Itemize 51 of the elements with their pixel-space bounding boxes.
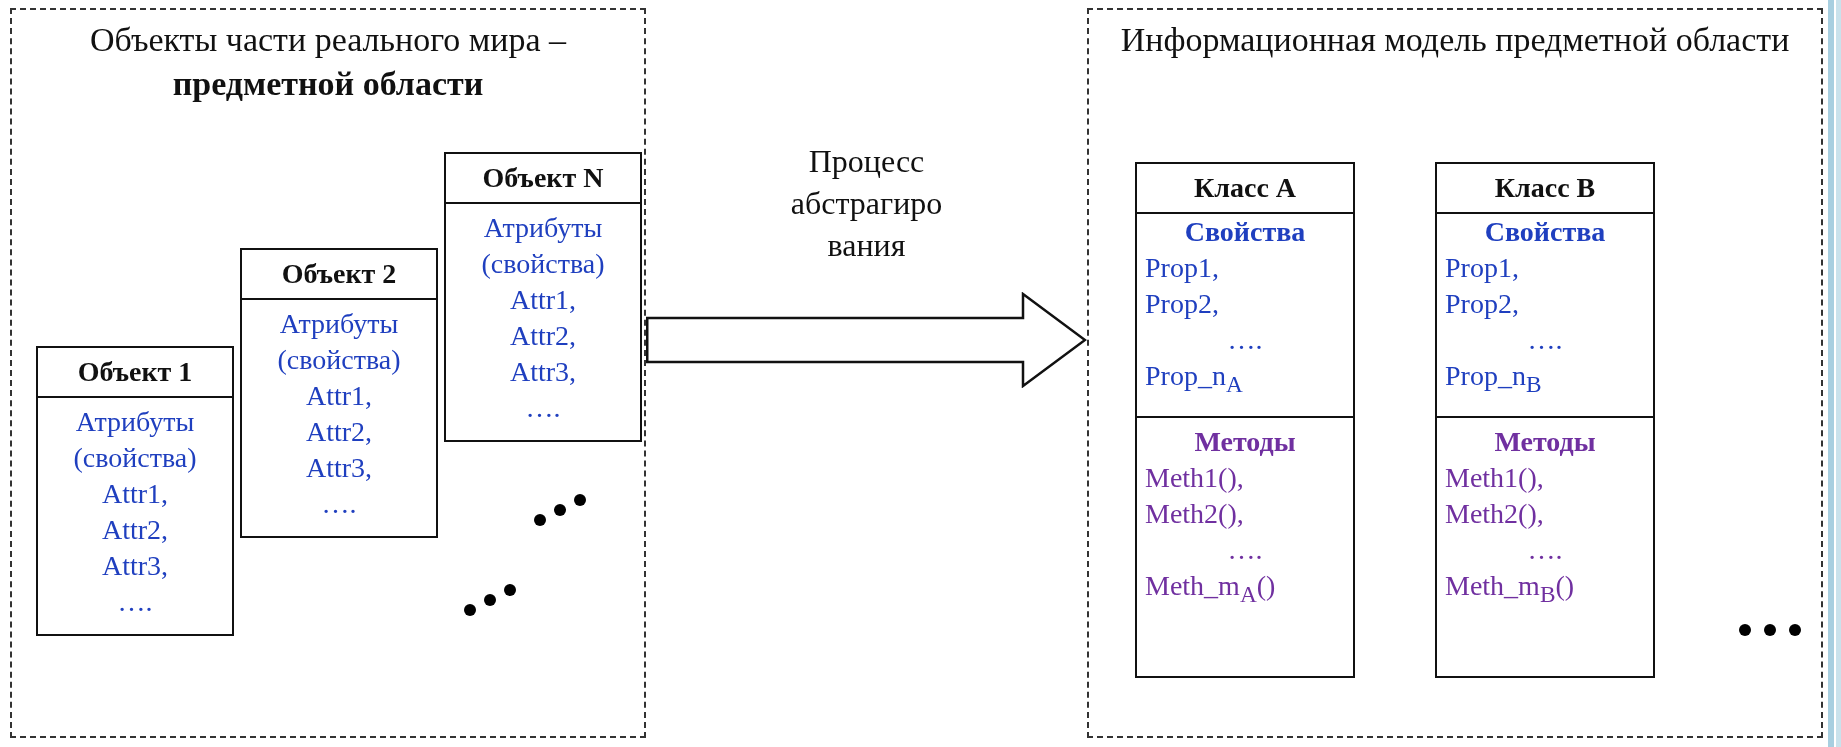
edge-label: Процесс абстрагиро вания <box>789 142 944 265</box>
card-title: Объект N <box>446 154 640 204</box>
ellipsis-text: …. <box>1526 323 1564 357</box>
card-title: Класс B <box>1437 164 1653 214</box>
attribute-text: …. <box>524 391 562 425</box>
methods-heading: Методы <box>1437 415 1653 460</box>
method-text: Meth1(), <box>1444 460 1545 495</box>
methods-heading: Методы <box>1137 415 1353 460</box>
properties-heading: Свойства <box>1483 215 1607 249</box>
property-text: Prop2, <box>1444 287 1520 321</box>
property-text: Prop1, <box>1444 251 1520 285</box>
property-text: Prop1, <box>1144 251 1220 285</box>
attribute-text: …. <box>320 487 358 521</box>
ellipsis-text: …. <box>1226 532 1264 567</box>
attribute-text: Attr1, <box>508 283 578 317</box>
property-text: Prop2, <box>1144 287 1220 321</box>
attribute-text: Attr3, <box>304 451 374 485</box>
attributes-heading: Атрибуты (свойства) <box>480 211 606 281</box>
attribute-text: Attr1, <box>100 477 170 511</box>
card-title: Объект 1 <box>38 348 232 398</box>
method-text: Meth2(), <box>1144 496 1245 531</box>
panel-title: Объекты части реального мира – предметной области <box>88 20 568 104</box>
properties-heading: Свойства <box>1183 215 1307 249</box>
method-text: Meth1(), <box>1144 460 1245 495</box>
method-text: Meth2(), <box>1444 496 1545 531</box>
attribute-text: Attr3, <box>100 549 170 583</box>
card-title: Объект 2 <box>242 250 436 300</box>
method-text: Meth_m$_{A}$() <box>1144 568 1277 609</box>
block-arrow <box>646 292 1087 388</box>
card-title: Класс A <box>1137 164 1353 214</box>
object-card <box>36 346 234 636</box>
property-text: Prop_n$_{A}$ <box>1144 359 1244 399</box>
attributes-heading: Атрибуты (свойства) <box>72 405 198 475</box>
class-card <box>1135 162 1355 678</box>
ellipsis-text: …. <box>1226 323 1264 357</box>
attributes-heading: Атрибуты (свойства) <box>276 307 402 377</box>
attribute-text: Attr2, <box>304 415 374 449</box>
attribute-text: …. <box>116 585 154 619</box>
property-text: Prop_n$_{B}$ <box>1444 359 1543 399</box>
attribute-text: Attr3, <box>508 355 578 389</box>
class-card <box>1435 162 1655 678</box>
method-text: Meth_m$_{B}$() <box>1444 568 1576 609</box>
object-card <box>444 152 642 442</box>
panel-title: Информационная модель предметной области <box>1119 20 1791 60</box>
dashed-panel <box>1087 8 1823 738</box>
object-card <box>240 248 438 538</box>
dashed-panel <box>10 8 646 738</box>
ellipsis-text: …. <box>1526 532 1564 567</box>
attribute-text: Attr2, <box>100 513 170 547</box>
attribute-text: Attr2, <box>508 319 578 353</box>
attribute-text: Attr1, <box>304 379 374 413</box>
